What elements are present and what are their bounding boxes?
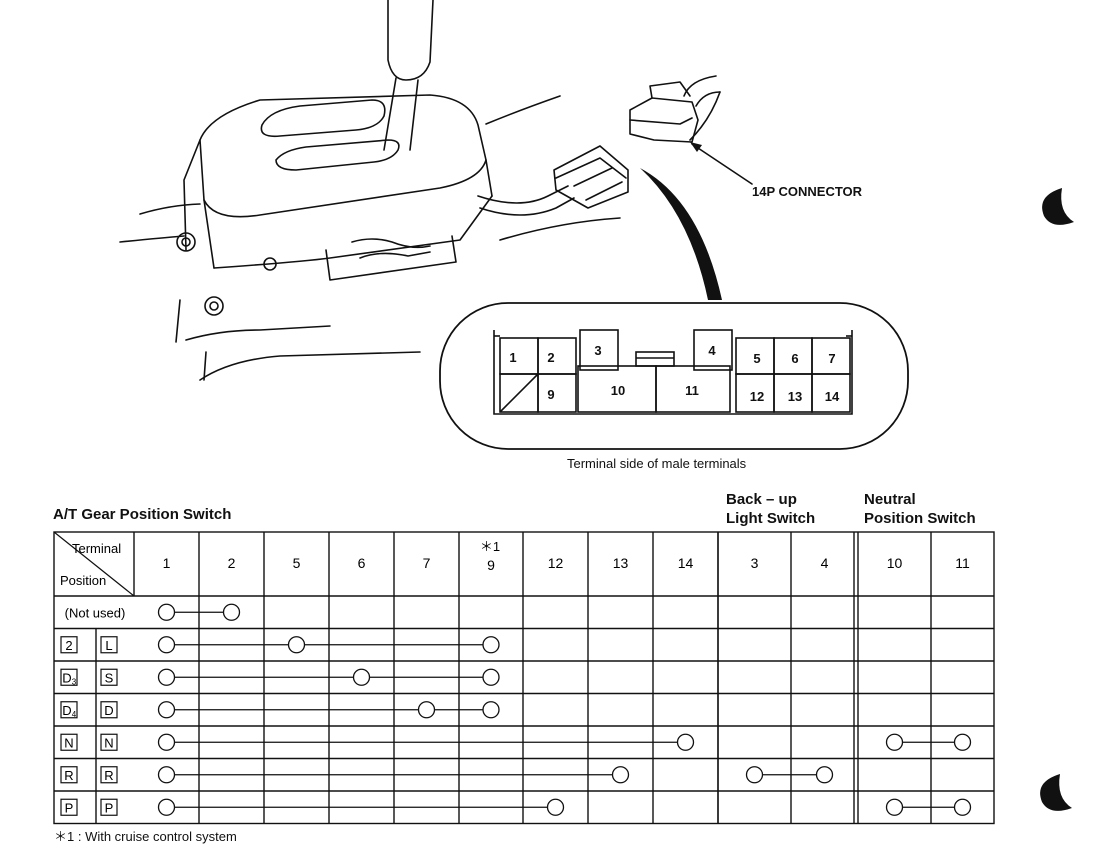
continuity-terminal-1 <box>157 668 176 686</box>
position-label-D3: D <box>62 670 71 685</box>
backup-light-switch-title: Back – up Light Switch <box>726 491 816 527</box>
position-box <box>100 766 118 784</box>
connector-label: 14P CONNECTOR <box>752 184 863 199</box>
connector-caption: Terminal side of male terminals <box>567 456 747 471</box>
margin-mark <box>1040 774 1072 811</box>
star-mark: ＊1 <box>480 539 500 554</box>
position-label-L: L <box>105 638 112 653</box>
terminal-9: 9 <box>547 387 554 402</box>
terminal-1: 1 <box>509 350 516 365</box>
position-label-D: D <box>104 703 113 718</box>
terminal-3: 3 <box>594 343 601 358</box>
continuity-terminal-1 <box>157 603 176 621</box>
column-header-3: 3 <box>751 555 759 571</box>
continuity-terminal-3 <box>745 766 764 784</box>
continuity-terminal-14 <box>676 733 695 751</box>
column-header-14: 14 <box>678 555 694 571</box>
position-label-N: N <box>104 735 113 750</box>
position-label-N: N <box>64 735 73 750</box>
continuity-terminal-2 <box>222 603 241 621</box>
footnote: ＊1 : With cruise control system <box>54 829 237 844</box>
column-header-5: 5 <box>293 555 301 571</box>
position-sub-D4: 4 <box>72 710 77 719</box>
continuity-terminal-9 <box>482 636 500 654</box>
position-label-R: R <box>64 768 73 783</box>
position-box <box>60 766 78 784</box>
continuity-terminal-1 <box>157 733 176 751</box>
row-label-not-used: (Not used) <box>65 605 126 620</box>
continuity-terminal-11 <box>953 733 972 751</box>
terminal-6: 6 <box>791 351 798 366</box>
column-header-11: 11 <box>955 555 970 571</box>
column-header-10: 10 <box>887 555 903 571</box>
position-box <box>100 733 118 751</box>
continuity-terminal-5 <box>287 636 306 654</box>
position-box <box>60 701 78 719</box>
position-label-2: 2 <box>65 638 72 653</box>
position-box <box>60 733 78 751</box>
position-box <box>100 636 118 654</box>
table-title: A/T Gear Position Switch <box>53 506 232 523</box>
column-header-1: 1 <box>163 555 171 571</box>
terminal-5: 5 <box>753 351 760 366</box>
column-header-6: 6 <box>358 555 366 571</box>
column-header-9: 9 <box>487 557 495 573</box>
terminal-14: 14 <box>825 389 840 404</box>
position-box <box>100 668 118 686</box>
continuity-terminal-1 <box>157 798 176 816</box>
column-header-4: 4 <box>821 555 829 571</box>
continuity-terminal-1 <box>157 701 176 719</box>
column-header-13: 13 <box>613 555 629 571</box>
terminal-4: 4 <box>708 343 716 358</box>
header-position: Position <box>60 573 106 588</box>
terminal-13: 13 <box>788 389 802 404</box>
position-box <box>100 701 118 719</box>
position-label-R: R <box>104 768 113 783</box>
terminal-12: 12 <box>750 389 764 404</box>
continuity-terminal-9 <box>482 701 500 719</box>
column-header-7: 7 <box>423 555 431 571</box>
column-header-2: 2 <box>228 555 236 571</box>
continuity-terminal-11 <box>953 798 972 816</box>
continuity-terminal-10 <box>885 798 904 816</box>
continuity-terminal-13 <box>611 766 630 784</box>
position-sub-D3: 3 <box>72 677 77 686</box>
terminal-7: 7 <box>828 351 835 366</box>
position-box <box>100 798 118 816</box>
position-label-P: P <box>105 800 114 815</box>
terminal-11: 11 <box>685 383 699 398</box>
position-label-D4: D <box>62 703 71 718</box>
terminal-10: 10 <box>611 383 625 398</box>
position-box <box>60 668 78 686</box>
position-box <box>60 798 78 816</box>
continuity-terminal-1 <box>157 636 176 654</box>
continuity-terminal-7 <box>417 701 436 719</box>
position-label-P: P <box>65 800 74 815</box>
continuity-terminal-6 <box>352 668 371 686</box>
header-terminal: Terminal <box>72 541 121 556</box>
shifter-illustration: 1 2 3 4 5 6 7 9 10 11 12 13 14 <box>119 0 1074 450</box>
continuity-terminal-10 <box>885 733 904 751</box>
column-header-12: 12 <box>548 555 564 571</box>
neutral-position-switch-title: Neutral Position Switch <box>864 491 976 527</box>
continuity-terminal-4 <box>815 766 834 784</box>
continuity-terminal-12 <box>546 798 565 816</box>
terminal-2: 2 <box>547 350 554 365</box>
continuity-terminal-9 <box>482 668 500 686</box>
continuity-terminal-1 <box>157 766 176 784</box>
position-label-S: S <box>105 670 114 685</box>
position-box <box>60 636 78 654</box>
